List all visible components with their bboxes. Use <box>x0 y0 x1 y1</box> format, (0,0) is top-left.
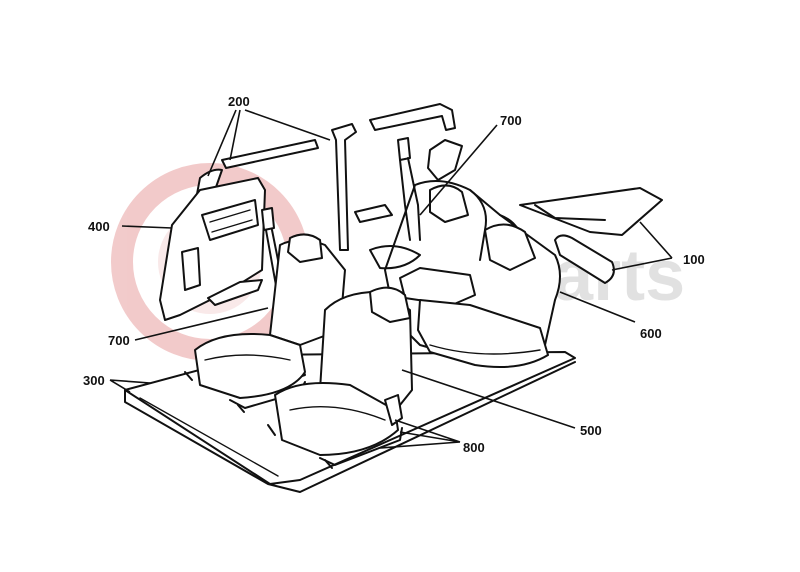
front-belt-anchor <box>261 207 275 231</box>
front-right-seat-lever <box>384 394 403 426</box>
callout-400: 400 <box>88 219 110 234</box>
tray-top <box>519 187 663 236</box>
callout-200: 200 <box>228 94 250 109</box>
rear-headrest-right <box>484 223 536 271</box>
tray-crease <box>534 204 606 221</box>
leader-700-left <box>134 307 269 341</box>
door-armrest <box>201 199 259 241</box>
rear-headrest-left <box>429 184 469 223</box>
leader-500 <box>401 369 576 429</box>
leader-lines <box>109 109 673 449</box>
roof-rail-left <box>221 139 319 169</box>
leader-300 <box>109 379 151 393</box>
callout-800: 800 <box>463 440 485 455</box>
front-right-headrest <box>369 286 411 323</box>
front-right-seat-feet <box>267 424 333 469</box>
rear-belt-strap <box>399 157 421 241</box>
leader-200-a <box>229 109 331 161</box>
callout-700-top: 700 <box>500 113 522 128</box>
door-trim-panel <box>159 177 266 321</box>
front-left-seat-feet <box>184 371 245 413</box>
callout-700-left: 700 <box>108 333 130 348</box>
rear-armrest <box>399 267 476 306</box>
front-right-cushion <box>274 382 399 456</box>
front-left-cushion-seam <box>204 354 291 361</box>
rear-belt-anchor <box>397 137 411 161</box>
leader-800 <box>379 419 461 449</box>
callout-100: 100 <box>683 252 705 267</box>
leader-700-top <box>419 124 498 216</box>
front-right-cushion-seam <box>289 406 386 421</box>
front-left-cushion <box>194 333 306 399</box>
rear-belt-buckle <box>369 245 421 270</box>
door-switches <box>209 209 253 233</box>
rear-cushion-seam <box>429 344 541 355</box>
rear-seat <box>384 180 561 368</box>
carpet-seam <box>139 397 279 477</box>
tray-trim-piece <box>554 234 615 284</box>
leader-100 <box>611 221 673 271</box>
rear-belt-retractor <box>354 204 393 223</box>
carpet-edge <box>124 361 576 493</box>
front-left-headrest <box>287 233 323 263</box>
leader-200-b <box>207 109 237 177</box>
c-pillar-trim <box>427 139 463 181</box>
door-pocket <box>181 247 201 291</box>
package-tray <box>519 187 663 284</box>
sill-plate <box>207 279 263 306</box>
roof-rail-right <box>369 103 456 131</box>
b-pillar-trim <box>331 123 357 251</box>
callouts: 200 400 700 700 300 500 600 100 800 <box>83 94 705 455</box>
leader-400 <box>121 225 173 229</box>
callout-600: 600 <box>640 326 662 341</box>
leader-600 <box>559 291 636 323</box>
callout-300: 300 <box>83 373 105 388</box>
rear-seat-belt <box>354 137 421 270</box>
callout-500: 500 <box>580 423 602 438</box>
front-right-seat <box>267 286 413 469</box>
